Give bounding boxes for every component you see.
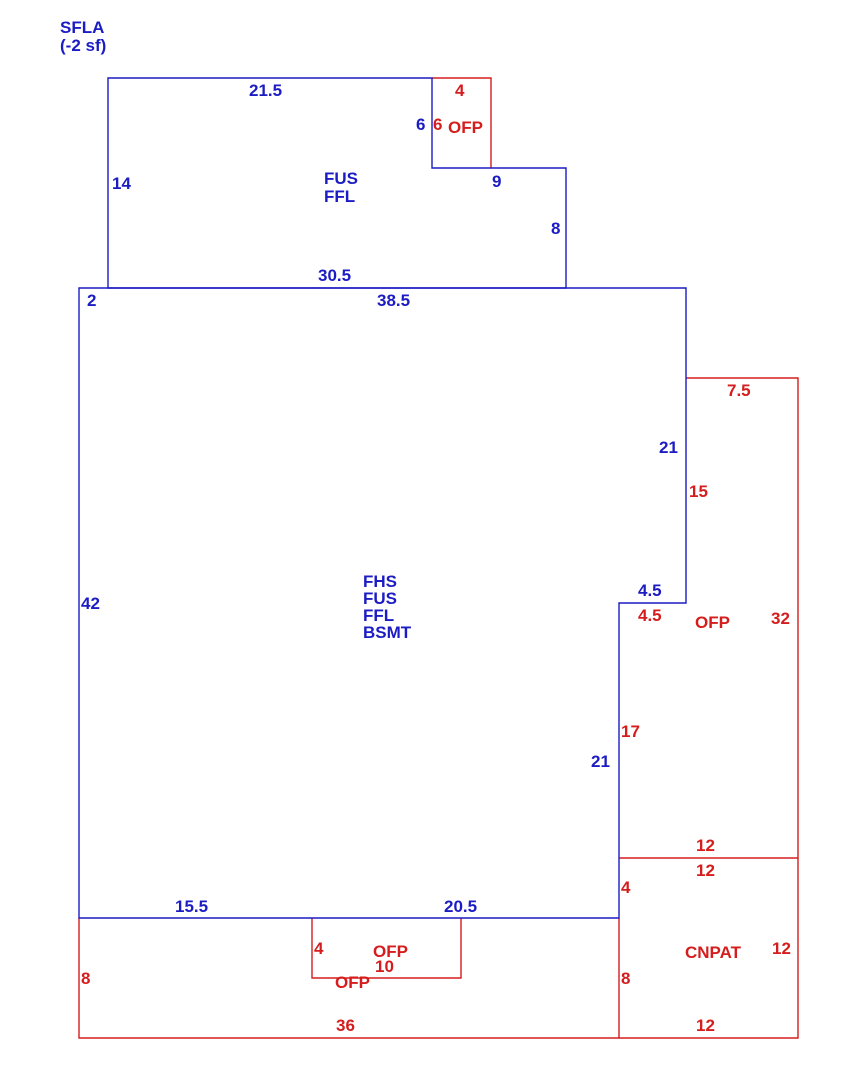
summary-adjustment: (-2 sf) bbox=[60, 36, 106, 55]
dimension-label: 36 bbox=[336, 1016, 355, 1035]
living-areas bbox=[78, 77, 687, 919]
area-code: BSMT bbox=[363, 623, 412, 642]
area-code: FUS bbox=[324, 169, 358, 188]
patio-labels: 12 4 CNPAT 12 8 12 bbox=[621, 861, 791, 1035]
area-summary: SFLA (-2 sf) bbox=[60, 18, 106, 55]
dimension-label: 8 bbox=[81, 969, 90, 988]
east-porch-labels: 7.5 15 4.5 OFP 32 17 12 bbox=[621, 381, 790, 855]
dimension-label: 12 bbox=[696, 861, 715, 880]
inner-porch-outline bbox=[311, 918, 462, 979]
dimension-label: 10 bbox=[375, 957, 394, 976]
area-code: OFP bbox=[335, 973, 370, 992]
area-code: CNPAT bbox=[685, 943, 742, 962]
main-section-labels: FHS FUS FFL BSMT 38.5 2 42 21 4.5 21 15.… bbox=[81, 291, 678, 916]
east-porch-outline bbox=[619, 377, 799, 859]
area-code: OFP bbox=[373, 942, 408, 961]
dimension-label: 32 bbox=[771, 609, 790, 628]
dimension-label: 7.5 bbox=[727, 381, 751, 400]
south-porch-labels: 8 OFP 36 bbox=[81, 969, 370, 1035]
dimension-label: 4.5 bbox=[638, 606, 662, 625]
exterior-areas bbox=[78, 77, 799, 1039]
dimension-label: 12 bbox=[696, 1016, 715, 1035]
area-code: OFP bbox=[448, 118, 483, 137]
inner-porch-labels: 4 OFP 10 bbox=[314, 939, 408, 976]
dimension-label: 20.5 bbox=[444, 897, 477, 916]
upper-porch-labels: 4 6 OFP bbox=[433, 81, 483, 137]
dimension-label: 6 bbox=[416, 115, 425, 134]
area-code: FFL bbox=[324, 187, 355, 206]
dimension-label: 4 bbox=[621, 878, 631, 897]
dimension-label: 15.5 bbox=[175, 897, 208, 916]
dimension-label: 8 bbox=[621, 969, 630, 988]
dimension-label: 2 bbox=[87, 291, 96, 310]
dimension-label: 4 bbox=[455, 81, 465, 100]
dimension-label: 4 bbox=[314, 939, 324, 958]
dimension-label: 30.5 bbox=[318, 266, 351, 285]
summary-title: SFLA bbox=[60, 18, 104, 37]
dimension-label: 38.5 bbox=[377, 291, 410, 310]
dimension-label: 12 bbox=[696, 836, 715, 855]
upper-section-labels: FUS FFL 21.5 14 6 9 8 30.5 bbox=[112, 81, 560, 285]
upper-porch-outline bbox=[432, 77, 492, 168]
dimension-label: 6 bbox=[433, 115, 442, 134]
dimension-label: 21.5 bbox=[249, 81, 282, 100]
patio-outline bbox=[619, 858, 799, 1039]
dimension-label: 14 bbox=[112, 174, 131, 193]
area-code: FHS bbox=[363, 572, 397, 591]
south-porch-outline bbox=[78, 918, 620, 1039]
dimension-label: 17 bbox=[621, 722, 640, 741]
main-section-outline bbox=[78, 287, 687, 919]
dimension-label: 21 bbox=[659, 438, 678, 457]
dimension-label: 8 bbox=[551, 219, 560, 238]
area-code: FUS bbox=[363, 589, 397, 608]
dimension-label: 15 bbox=[689, 482, 708, 501]
dimension-label: 4.5 bbox=[638, 581, 662, 600]
area-code: OFP bbox=[695, 613, 730, 632]
dimension-label: 9 bbox=[492, 172, 501, 191]
area-code: FFL bbox=[363, 606, 394, 625]
dimension-label: 12 bbox=[772, 939, 791, 958]
dimension-label: 21 bbox=[591, 752, 610, 771]
dimension-label: 42 bbox=[81, 594, 100, 613]
